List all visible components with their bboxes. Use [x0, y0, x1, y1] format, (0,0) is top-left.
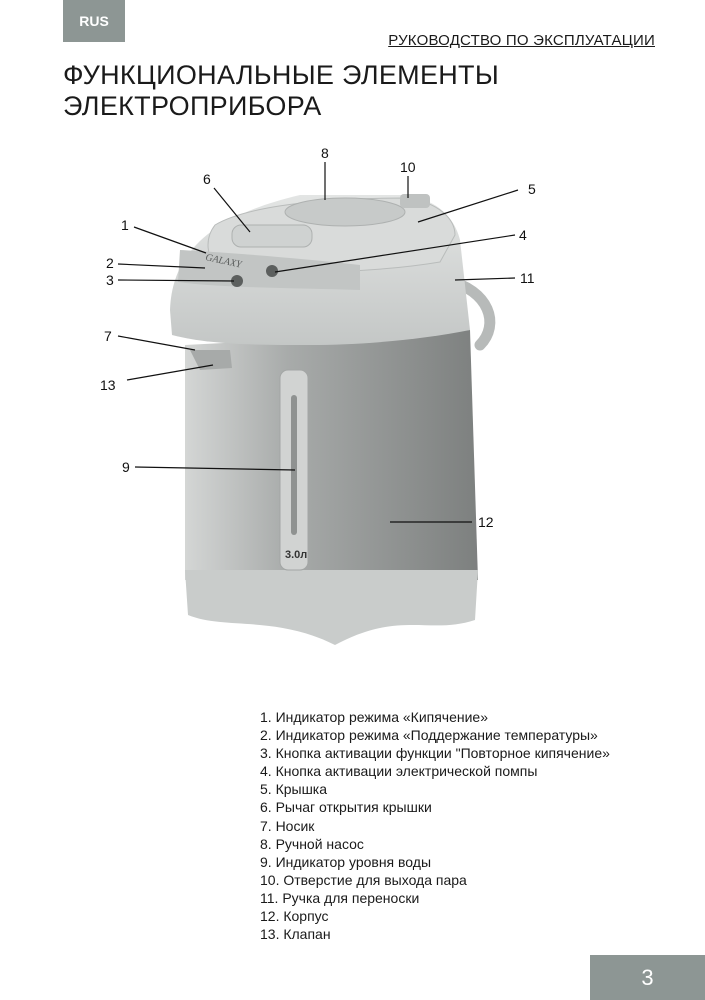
legend-item: 10. Отверстие для выхода пара	[260, 871, 467, 888]
leader-line-11	[454, 277, 516, 281]
page-title: ФУНКЦИОНАЛЬНЫЕ ЭЛЕМЕНТЫ ЭЛЕКТРОПРИБОРА	[63, 60, 499, 122]
legend-item: 9. Индикатор уровня воды	[260, 853, 432, 870]
leader-line-7	[117, 335, 196, 351]
legend-item: 4. Кнопка активации электрической помпы	[260, 763, 538, 780]
leader-line-3	[117, 279, 235, 282]
legend-item: 6. Рычаг открытия крышки	[260, 799, 432, 816]
legend-item: 5. Крышка	[260, 781, 328, 798]
legend-item: 2. Индикатор режима «Поддержание темпера…	[260, 727, 598, 744]
water-level-tube	[291, 395, 297, 535]
spout	[190, 350, 232, 370]
legend-item: 7. Носик	[260, 817, 315, 834]
reboil-button	[231, 275, 243, 287]
pot-base	[185, 570, 478, 645]
leader-line-9	[134, 466, 296, 471]
callout-13: 13	[100, 377, 116, 393]
steam-vent	[400, 194, 430, 208]
manual-pump	[284, 197, 406, 227]
callout-6: 6	[203, 171, 211, 187]
leader-line-4	[274, 234, 516, 273]
callout-8: 8	[321, 145, 329, 161]
legend-item: 12. Корпус	[260, 908, 329, 925]
pump-button	[266, 265, 278, 277]
leader-line-6	[213, 187, 251, 233]
pot-body	[185, 330, 478, 580]
page-number: 3	[590, 955, 705, 1000]
page-title-line-1: ФУНКЦИОНАЛЬНЫЕ ЭЛЕМЕНТЫ	[63, 60, 500, 90]
page-title-line-2: ЭЛЕКТРОПРИБОРА	[63, 91, 322, 121]
legend-item: 13. Клапан	[260, 926, 331, 943]
leader-line-13	[126, 364, 214, 381]
callout-9: 9	[122, 459, 130, 475]
legend-item: 8. Ручной насос	[260, 835, 364, 852]
callout-12: 12	[478, 514, 494, 530]
callout-2: 2	[106, 255, 114, 271]
legend-list: 1. Индикатор режима «Кипячение» 2. Индик…	[260, 708, 610, 943]
callout-7: 7	[104, 328, 112, 344]
callout-4: 4	[519, 227, 527, 243]
thermopot-diagram: GALAXY 3.0л 1 2 3 4 5 6 7 8 9 10 11 12 1…	[100, 145, 536, 645]
callout-5: 5	[528, 181, 536, 197]
callout-1: 1	[121, 217, 129, 233]
leader-line-1	[133, 226, 207, 254]
callout-10: 10	[400, 159, 416, 175]
legend-item: 1. Индикатор режима «Кипячение»	[260, 709, 489, 725]
callout-3: 3	[106, 272, 114, 288]
manual-title: РУКОВОДСТВО ПО ЭКСПЛУАТАЦИИ	[388, 32, 655, 49]
legend-item: 3. Кнопка активации функции "Повторное к…	[260, 745, 610, 762]
language-tab: RUS	[63, 0, 125, 42]
callout-11: 11	[520, 270, 535, 286]
volume-label: 3.0л	[285, 549, 307, 561]
leader-line-2	[117, 263, 206, 269]
leader-line-5	[417, 189, 519, 223]
lid-lever	[231, 224, 313, 248]
legend-item: 11. Ручка для переноски	[260, 889, 420, 906]
